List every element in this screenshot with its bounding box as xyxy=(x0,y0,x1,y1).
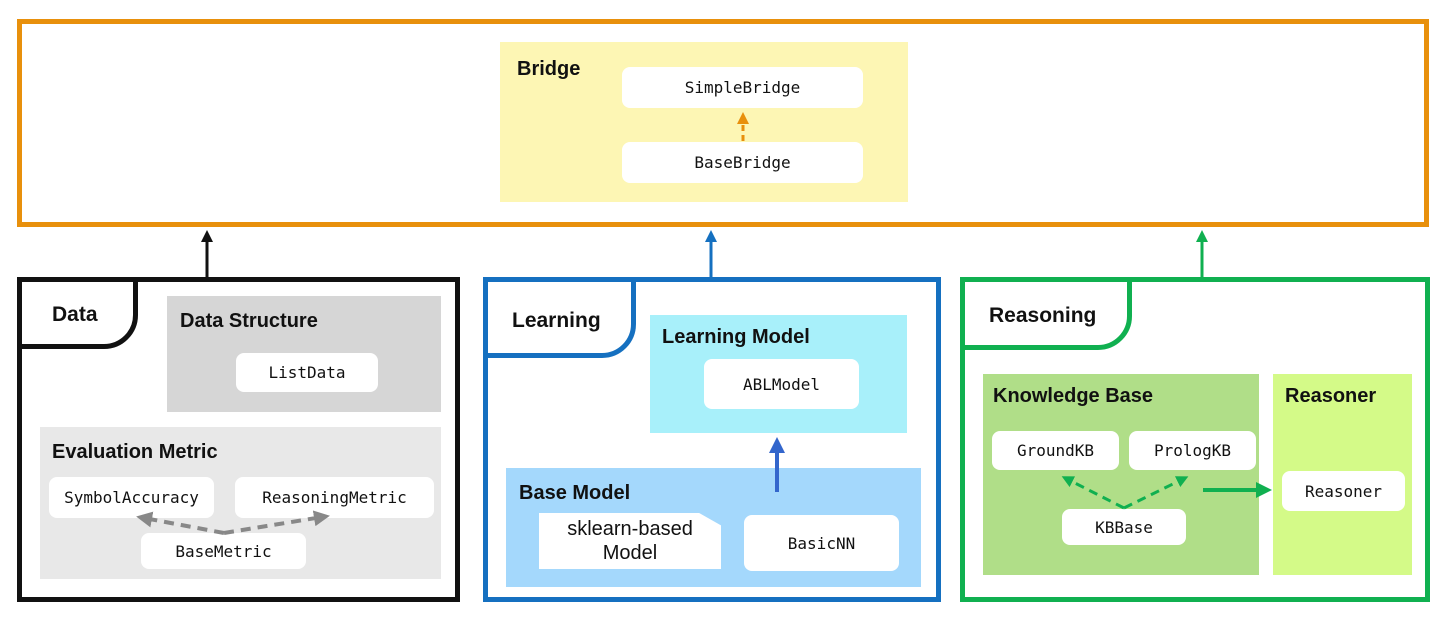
bridge-group: Bridge SimpleBridge BaseBridge xyxy=(500,42,908,202)
symbol-accuracy-node[interactable]: SymbolAccuracy xyxy=(49,477,214,518)
sklearn-model-line2: Model xyxy=(602,542,658,564)
bridge-group-title: Bridge xyxy=(517,58,581,80)
ground-kb-node[interactable]: GroundKB xyxy=(992,431,1119,470)
data-structure-title: Data Structure xyxy=(180,310,318,332)
prolog-kb-node[interactable]: PrologKB xyxy=(1129,431,1256,470)
base-model-group: Base Model sklearn-based Model BasicNN xyxy=(506,468,921,587)
knowledge-base-title: Knowledge Base xyxy=(993,385,1154,407)
reasoner-node[interactable]: Reasoner xyxy=(1282,471,1405,511)
data-structure-group: Data Structure ListData xyxy=(167,296,441,412)
simple-bridge-node[interactable]: SimpleBridge xyxy=(622,67,863,108)
learning-model-group: Learning Model ABLModel xyxy=(650,315,907,433)
base-bridge-node[interactable]: BaseBridge xyxy=(622,142,863,183)
data-tab-label: Data xyxy=(52,303,98,326)
reasoner-group: Reasoner Reasoner xyxy=(1273,374,1412,575)
base-model-title: Base Model xyxy=(519,482,631,504)
sklearn-model-node[interactable]: sklearn-based Model xyxy=(539,513,721,569)
reasoner-title: Reasoner xyxy=(1285,385,1377,407)
learning-tab: Learning xyxy=(483,277,636,358)
basic-nn-node[interactable]: BasicNN xyxy=(744,515,899,571)
reasoning-tab: Reasoning xyxy=(960,277,1132,350)
evaluation-metric-title: Evaluation Metric xyxy=(52,441,218,463)
reasoning-metric-node[interactable]: ReasoningMetric xyxy=(235,477,434,518)
sklearn-model-line1: sklearn-based xyxy=(567,518,693,540)
knowledge-base-group: Knowledge Base GroundKB PrologKB KBBase xyxy=(983,374,1259,575)
reasoning-tab-label: Reasoning xyxy=(989,304,1097,327)
evaluation-metric-group: Evaluation Metric SymbolAccuracy Reasoni… xyxy=(40,427,441,579)
kb-base-node[interactable]: KBBase xyxy=(1062,509,1186,545)
learning-model-title: Learning Model xyxy=(662,326,810,348)
abl-model-node[interactable]: ABLModel xyxy=(704,359,859,409)
list-data-node[interactable]: ListData xyxy=(236,353,378,392)
data-tab: Data xyxy=(17,277,138,349)
learning-tab-label: Learning xyxy=(512,309,601,332)
base-metric-node[interactable]: BaseMetric xyxy=(141,533,306,569)
